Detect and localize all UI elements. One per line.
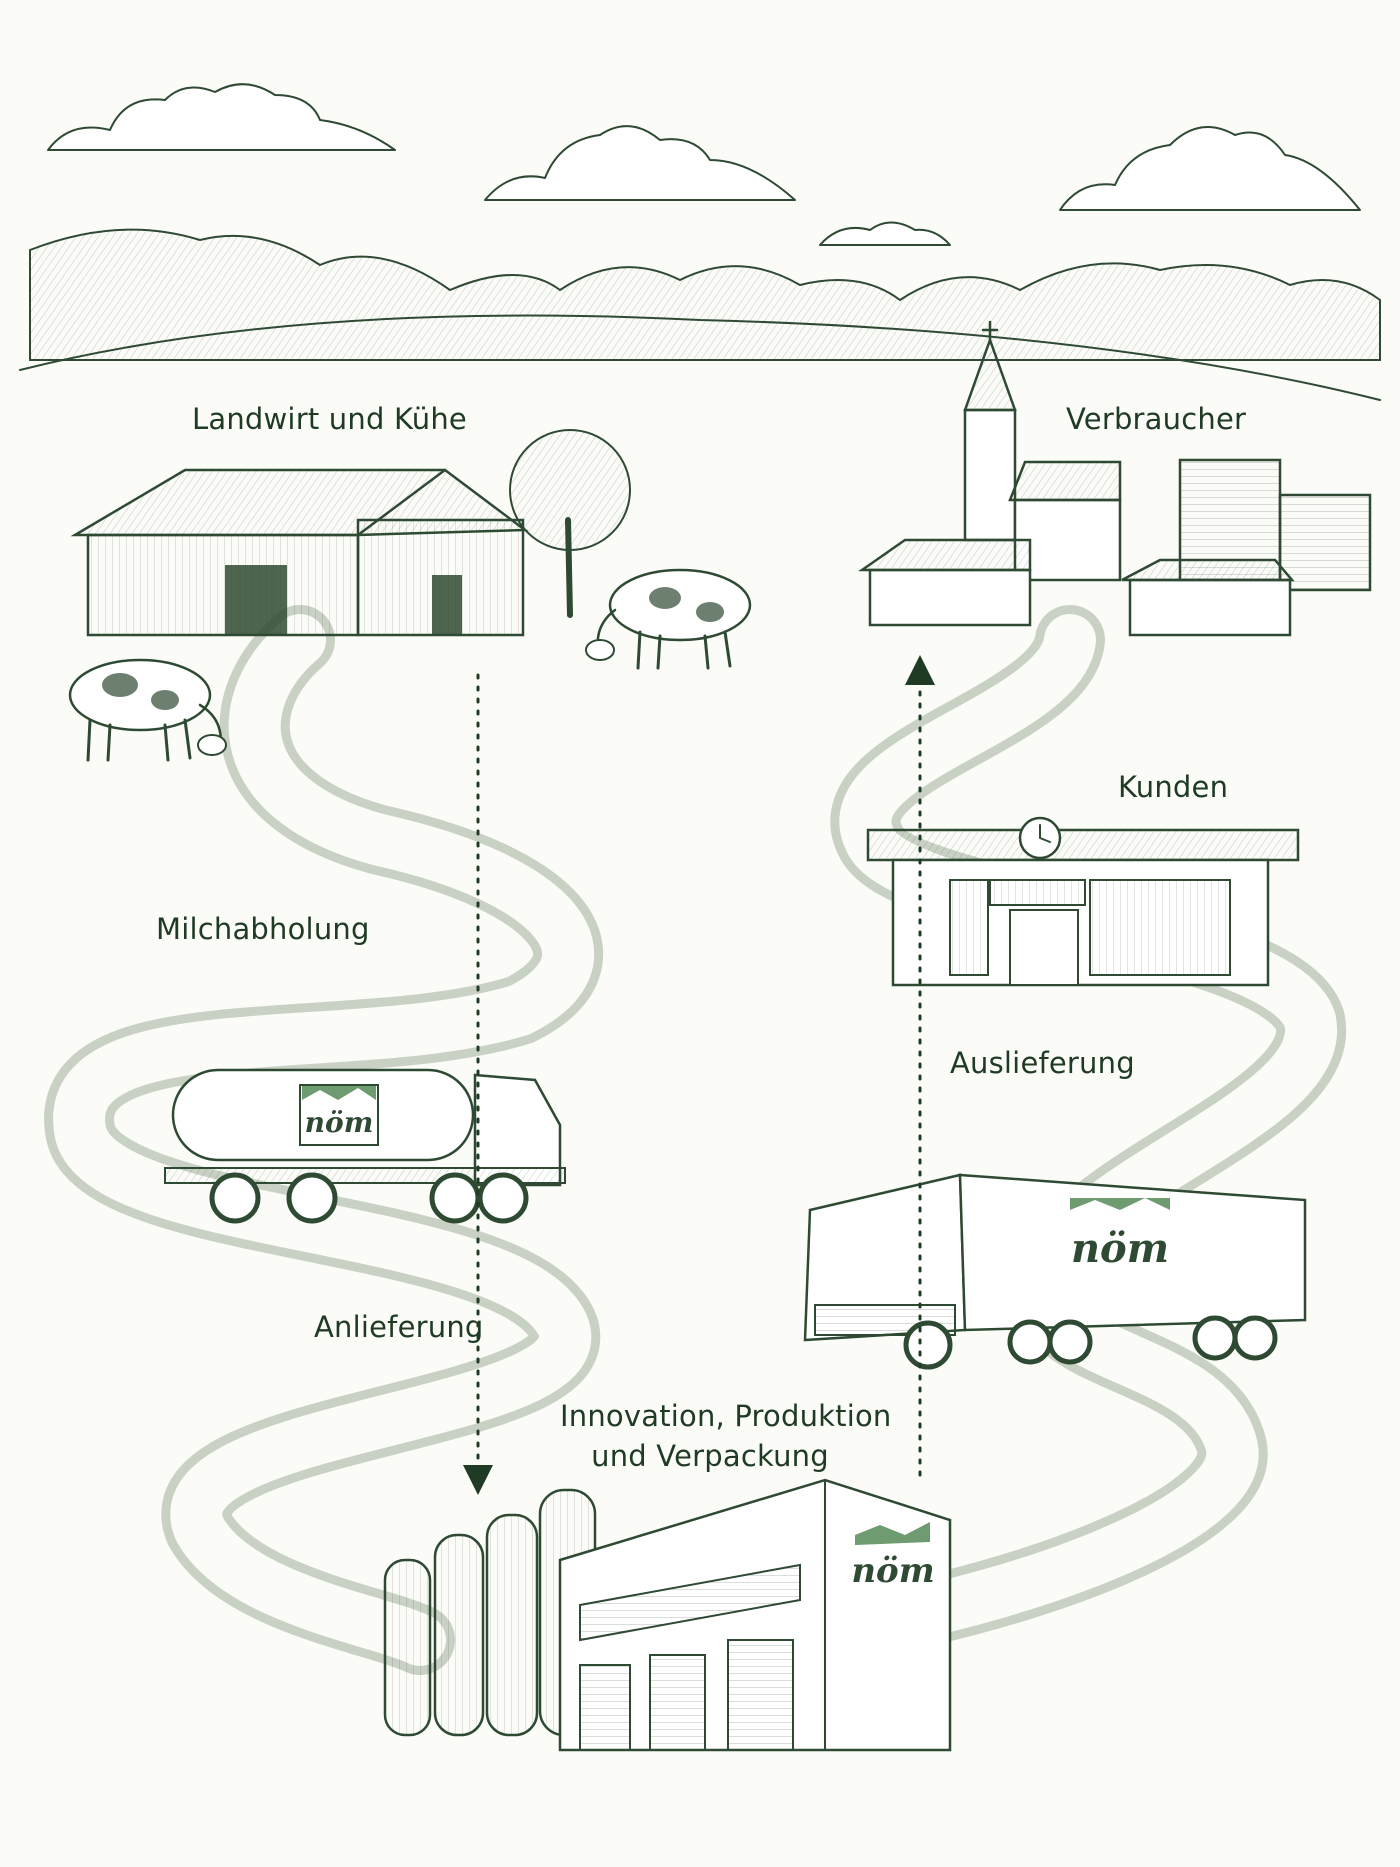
label-delivery-out: Auslieferung <box>950 1046 1135 1080</box>
mountain-range <box>19 228 1381 401</box>
label-consumer: Verbraucher <box>1066 402 1247 436</box>
tree <box>509 429 631 618</box>
label-production-line2: und Verpackung <box>591 1439 829 1473</box>
village <box>858 320 1372 637</box>
clouds <box>47 83 1361 246</box>
truck-logo-text: nöm <box>1071 1225 1169 1272</box>
cow-left <box>68 658 227 762</box>
label-farm: Landwirt und Kühe <box>192 402 467 436</box>
factory-logo-text: nöm <box>851 1551 934 1591</box>
barn <box>70 468 529 637</box>
milk-tanker-truck: nöm <box>164 1068 566 1224</box>
label-production: Innovation, Produktion und Verpackung <box>560 1396 892 1476</box>
shop <box>866 816 1300 987</box>
winding-road <box>44 605 1346 1675</box>
label-delivery-in: Anlieferung <box>314 1310 484 1344</box>
delivery-truck: nöm <box>803 1173 1307 1370</box>
label-milk-pickup: Milchabholung <box>156 912 370 946</box>
cow-right <box>585 568 752 670</box>
tanker-logo-text: nöm <box>305 1106 374 1139</box>
label-production-line1: Innovation, Produktion <box>560 1399 892 1433</box>
label-customers: Kunden <box>1118 770 1229 804</box>
dairy-factory: nöm <box>383 1478 952 1752</box>
